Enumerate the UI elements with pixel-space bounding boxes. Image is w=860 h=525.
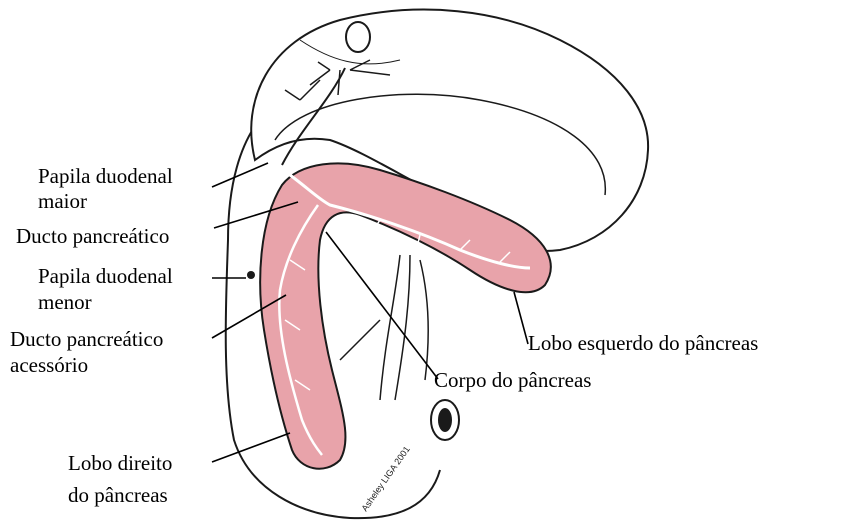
gallbladder bbox=[346, 22, 370, 52]
label-ducto-pancreatico: Ducto pancreático bbox=[16, 224, 169, 248]
label-corpo: Corpo do pâncreas bbox=[434, 368, 591, 392]
label-papila-menor-line1: Papila duodenal bbox=[38, 264, 173, 288]
label-papila-menor-line2: menor bbox=[38, 290, 92, 314]
label-ducto-acessorio-line1: Ducto pancreático bbox=[10, 327, 163, 351]
jejunum-lumen bbox=[438, 408, 452, 432]
leader-papila-maior bbox=[212, 163, 268, 187]
label-ducto-acessorio-line2: acessório bbox=[10, 353, 88, 377]
label-lobo-direito-line2: do pâncreas bbox=[68, 483, 168, 507]
papilla-marker bbox=[247, 271, 255, 279]
label-papila-maior-line1: Papila duodenal bbox=[38, 164, 173, 188]
label-lobo-esquerdo: Lobo esquerdo do pâncreas bbox=[528, 331, 758, 355]
label-papila-maior-line2: maior bbox=[38, 189, 87, 213]
artist-signature: Asheley LIGA 2001 bbox=[359, 444, 411, 513]
mesenteric-vessels bbox=[340, 255, 428, 400]
leader-lobo-direito bbox=[212, 433, 290, 462]
leader-lobo-esquerdo bbox=[514, 292, 528, 344]
label-lobo-direito-line1: Lobo direito bbox=[68, 451, 172, 475]
